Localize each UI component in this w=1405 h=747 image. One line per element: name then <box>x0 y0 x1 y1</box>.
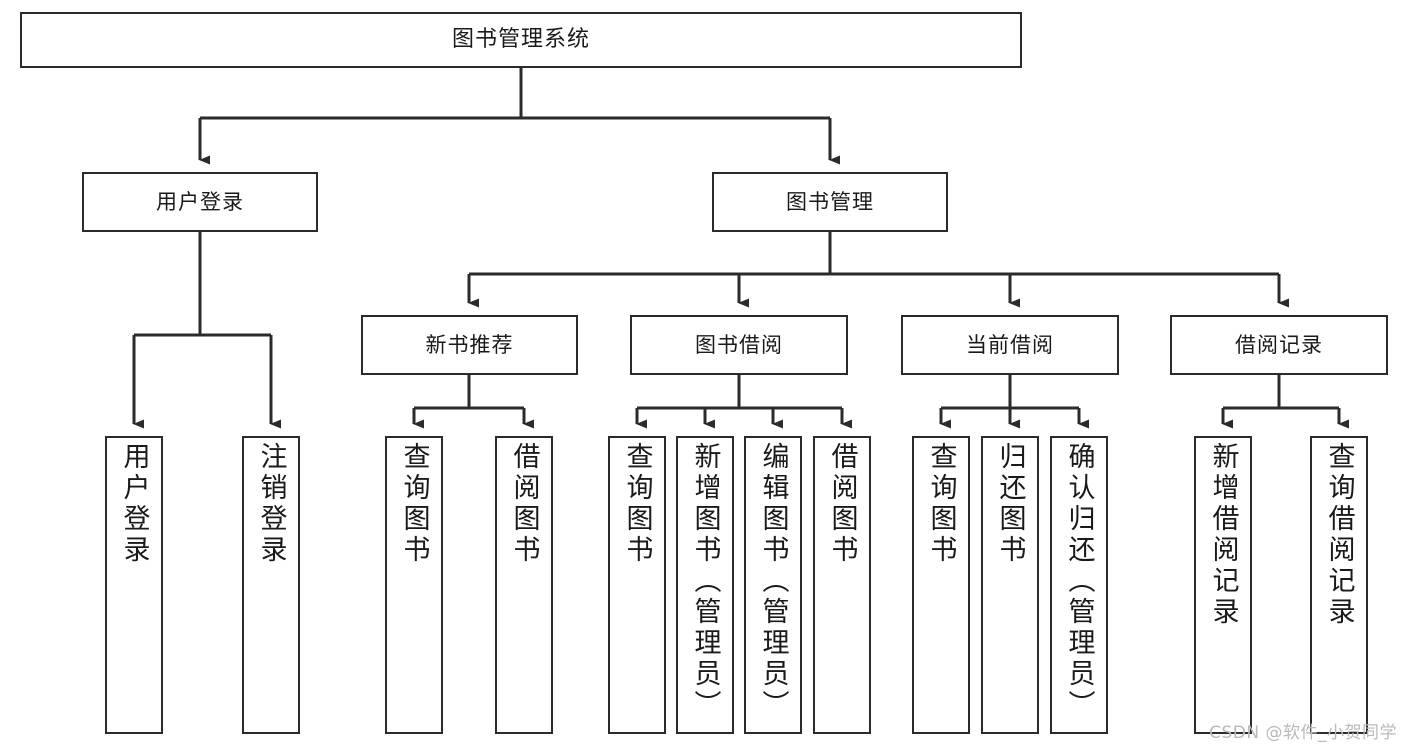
leaf-add-borrow-record-label: 新增借阅记录 <box>1207 442 1239 628</box>
leaf-borrow-book-2[interactable]: 借阅图书 <box>813 436 871 734</box>
leaf-query-book-2[interactable]: 查询图书 <box>608 436 666 734</box>
node-new-book-recommend-label: 新书推荐 <box>425 332 514 357</box>
node-book-management-label: 图书管理 <box>786 189 874 214</box>
leaf-add-borrow-record[interactable]: 新增借阅记录 <box>1194 436 1252 734</box>
leaf-edit-book-admin-label: 编辑图书（管理员） <box>757 442 789 721</box>
node-new-book-recommend[interactable]: 新书推荐 <box>361 315 578 375</box>
leaf-return-book-label: 归还图书 <box>994 442 1026 566</box>
leaf-query-book-1[interactable]: 查询图书 <box>385 436 443 734</box>
node-borrow-record[interactable]: 借阅记录 <box>1170 315 1388 375</box>
leaf-confirm-return-admin-label: 确认归还（管理员） <box>1063 442 1095 721</box>
leaf-edit-book-admin[interactable]: 编辑图书（管理员） <box>744 436 802 734</box>
leaf-logout-label: 注销登录 <box>255 442 287 566</box>
leaf-query-book-1-label: 查询图书 <box>398 442 430 566</box>
node-root[interactable]: 图书管理系统 <box>20 12 1022 68</box>
leaf-query-book-3-label: 查询图书 <box>925 442 957 566</box>
leaf-user-login-label: 用户登录 <box>118 442 150 566</box>
leaf-query-book-3[interactable]: 查询图书 <box>912 436 970 734</box>
leaf-query-borrow-record-label: 查询借阅记录 <box>1323 442 1355 628</box>
leaf-logout[interactable]: 注销登录 <box>242 436 300 734</box>
leaf-return-book[interactable]: 归还图书 <box>981 436 1039 734</box>
leaf-borrow-book-1-label: 借阅图书 <box>508 442 540 566</box>
node-book-borrow-label: 图书借阅 <box>695 332 783 357</box>
node-login-label: 用户登录 <box>156 189 244 214</box>
node-current-borrow-label: 当前借阅 <box>966 332 1054 357</box>
leaf-query-borrow-record[interactable]: 查询借阅记录 <box>1310 436 1368 734</box>
node-book-management[interactable]: 图书管理 <box>712 172 948 232</box>
leaf-query-book-2-label: 查询图书 <box>621 442 653 566</box>
leaf-borrow-book-2-label: 借阅图书 <box>826 442 858 566</box>
leaf-user-login[interactable]: 用户登录 <box>105 436 163 734</box>
node-borrow-record-label: 借阅记录 <box>1235 332 1323 357</box>
leaf-confirm-return-admin[interactable]: 确认归还（管理员） <box>1050 436 1108 734</box>
leaf-borrow-book-1[interactable]: 借阅图书 <box>495 436 553 734</box>
csdn-watermark: CSDN @软件_小贺同学 <box>1209 723 1397 743</box>
leaf-add-book-admin-label: 新增图书（管理员） <box>689 442 721 721</box>
node-root-label: 图书管理系统 <box>451 27 590 53</box>
leaf-add-book-admin[interactable]: 新增图书（管理员） <box>676 436 734 734</box>
node-book-borrow[interactable]: 图书借阅 <box>630 315 848 375</box>
node-login[interactable]: 用户登录 <box>82 172 318 232</box>
node-current-borrow[interactable]: 当前借阅 <box>901 315 1119 375</box>
